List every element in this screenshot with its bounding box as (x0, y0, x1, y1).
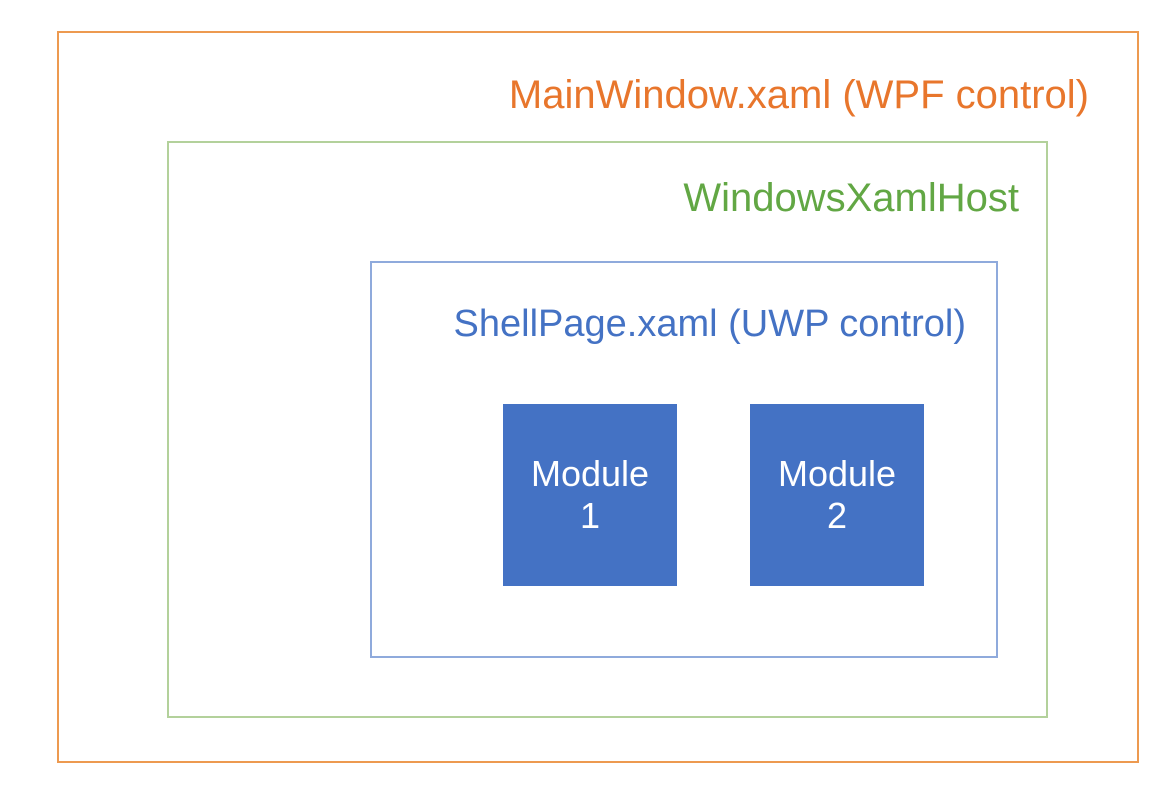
shellpage-uwp-label: ShellPage.xaml (UWP control) (453, 303, 966, 345)
module-1-number: 1 (579, 495, 601, 536)
module-box-2: Module 2 (750, 404, 924, 586)
module-box-1: Module 1 (503, 404, 677, 586)
module-2-name: Module (777, 452, 897, 494)
shellpage-uwp-container: ShellPage.xaml (UWP control) Module 1 Mo… (370, 261, 998, 658)
module-2-number: 2 (826, 495, 848, 536)
windowsxamlhost-label: WindowsXamlHost (683, 176, 1019, 220)
mainwindow-wpf-container: MainWindow.xaml (WPF control) (57, 31, 1139, 763)
mainwindow-wpf-label: MainWindow.xaml (WPF control) (508, 73, 1089, 117)
windowsxamlhost-container: WindowsXamlHost (167, 141, 1048, 718)
module-1-name: Module (530, 452, 650, 494)
